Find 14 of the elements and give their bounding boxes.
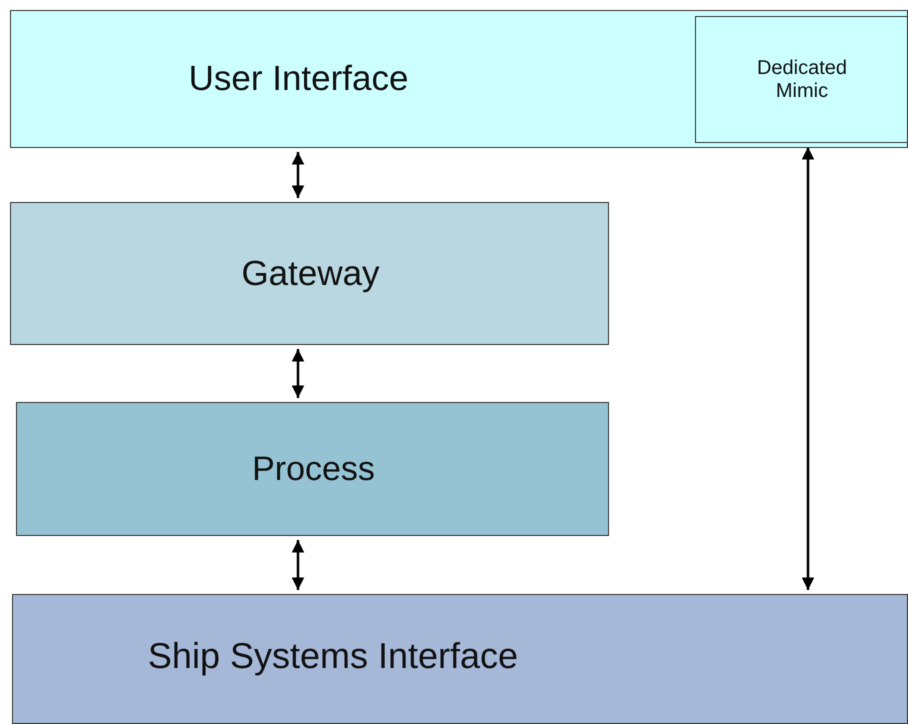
arrow (292, 540, 304, 590)
arrow (802, 147, 814, 590)
process-box (12, 594, 908, 724)
arrow (292, 152, 304, 198)
box-label: Process (251, 448, 376, 490)
box-label: User Interface (188, 58, 410, 100)
box-label: Ship Systems Interface (146, 634, 520, 678)
process-box (16, 402, 609, 536)
process-box (10, 202, 609, 345)
arrow (292, 349, 304, 398)
process-box (695, 16, 908, 143)
process-box (10, 10, 908, 148)
box-label: Gateway (240, 252, 381, 294)
box-label: Dedicated Mimic (756, 56, 848, 104)
